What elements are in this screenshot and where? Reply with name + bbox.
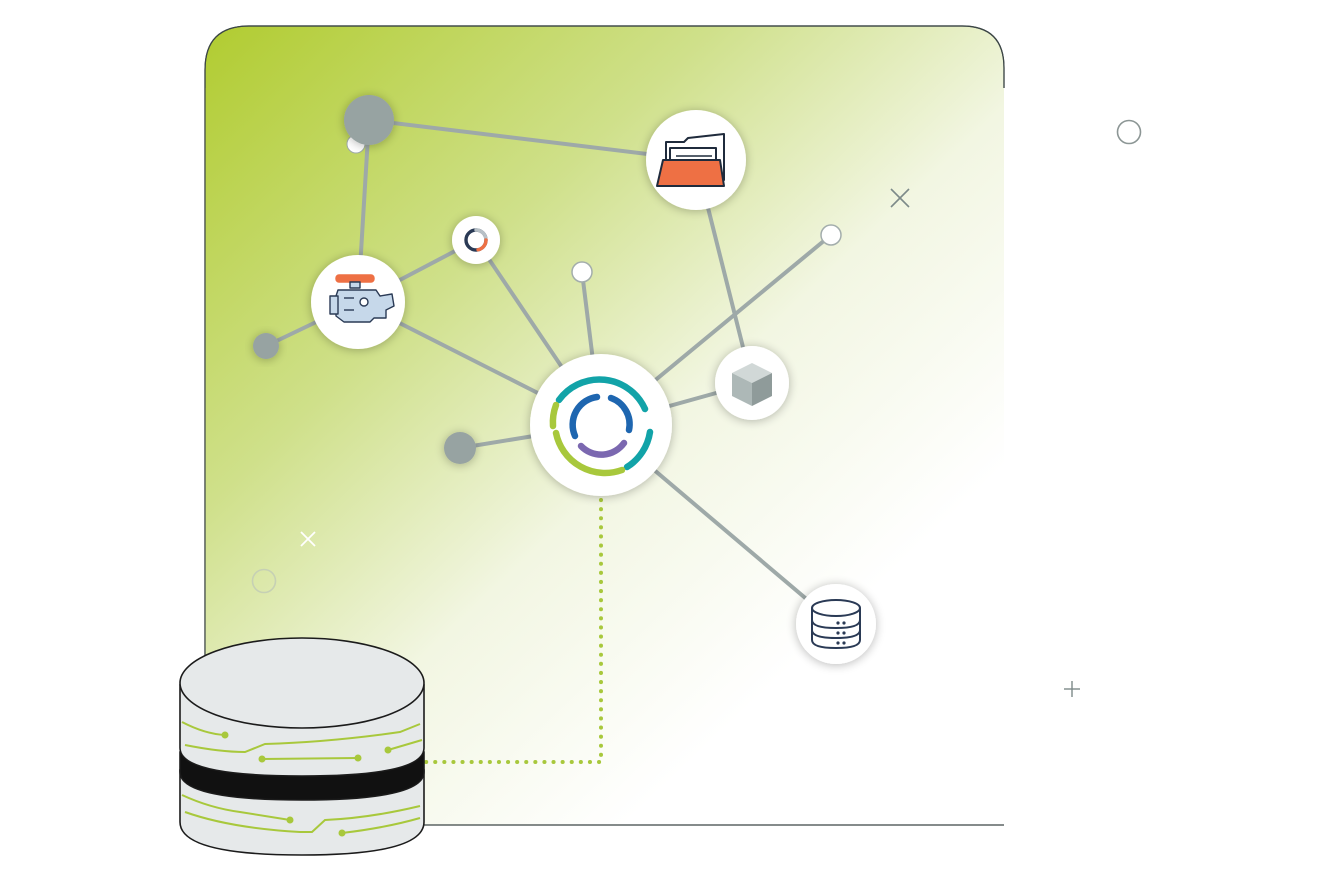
junction-dot [444,432,476,464]
progress-ring-icon [464,228,488,252]
circuit-nodes [221,731,392,837]
junction-dots [253,95,842,464]
decorations [251,119,1142,697]
junction-dot [253,333,279,359]
ring-outline-icon [251,568,277,594]
junction-dot [820,224,842,246]
folder-node [646,110,746,210]
segmented-ring-logo-icon [549,376,654,477]
circuit-traces [181,721,423,834]
cube-icon [732,363,772,406]
dotted-link [418,498,603,764]
folder-icon [656,133,725,187]
x-mark-icon [300,531,316,547]
junction-dot [571,261,593,283]
x-mark-icon [890,188,910,208]
progress-node [452,216,500,264]
server-node [796,584,876,664]
ring-outline-icon [1116,119,1142,145]
database-disk [179,637,425,856]
hub-node [530,354,672,496]
database-cylinder-icon [179,637,425,856]
engine-icon [329,274,395,323]
junction-dot [344,95,394,145]
connector-line [367,118,698,162]
server-stack-icon [811,599,861,650]
engine-node [311,255,405,349]
plus-mark-icon [1064,681,1080,697]
cube-node [715,346,789,420]
